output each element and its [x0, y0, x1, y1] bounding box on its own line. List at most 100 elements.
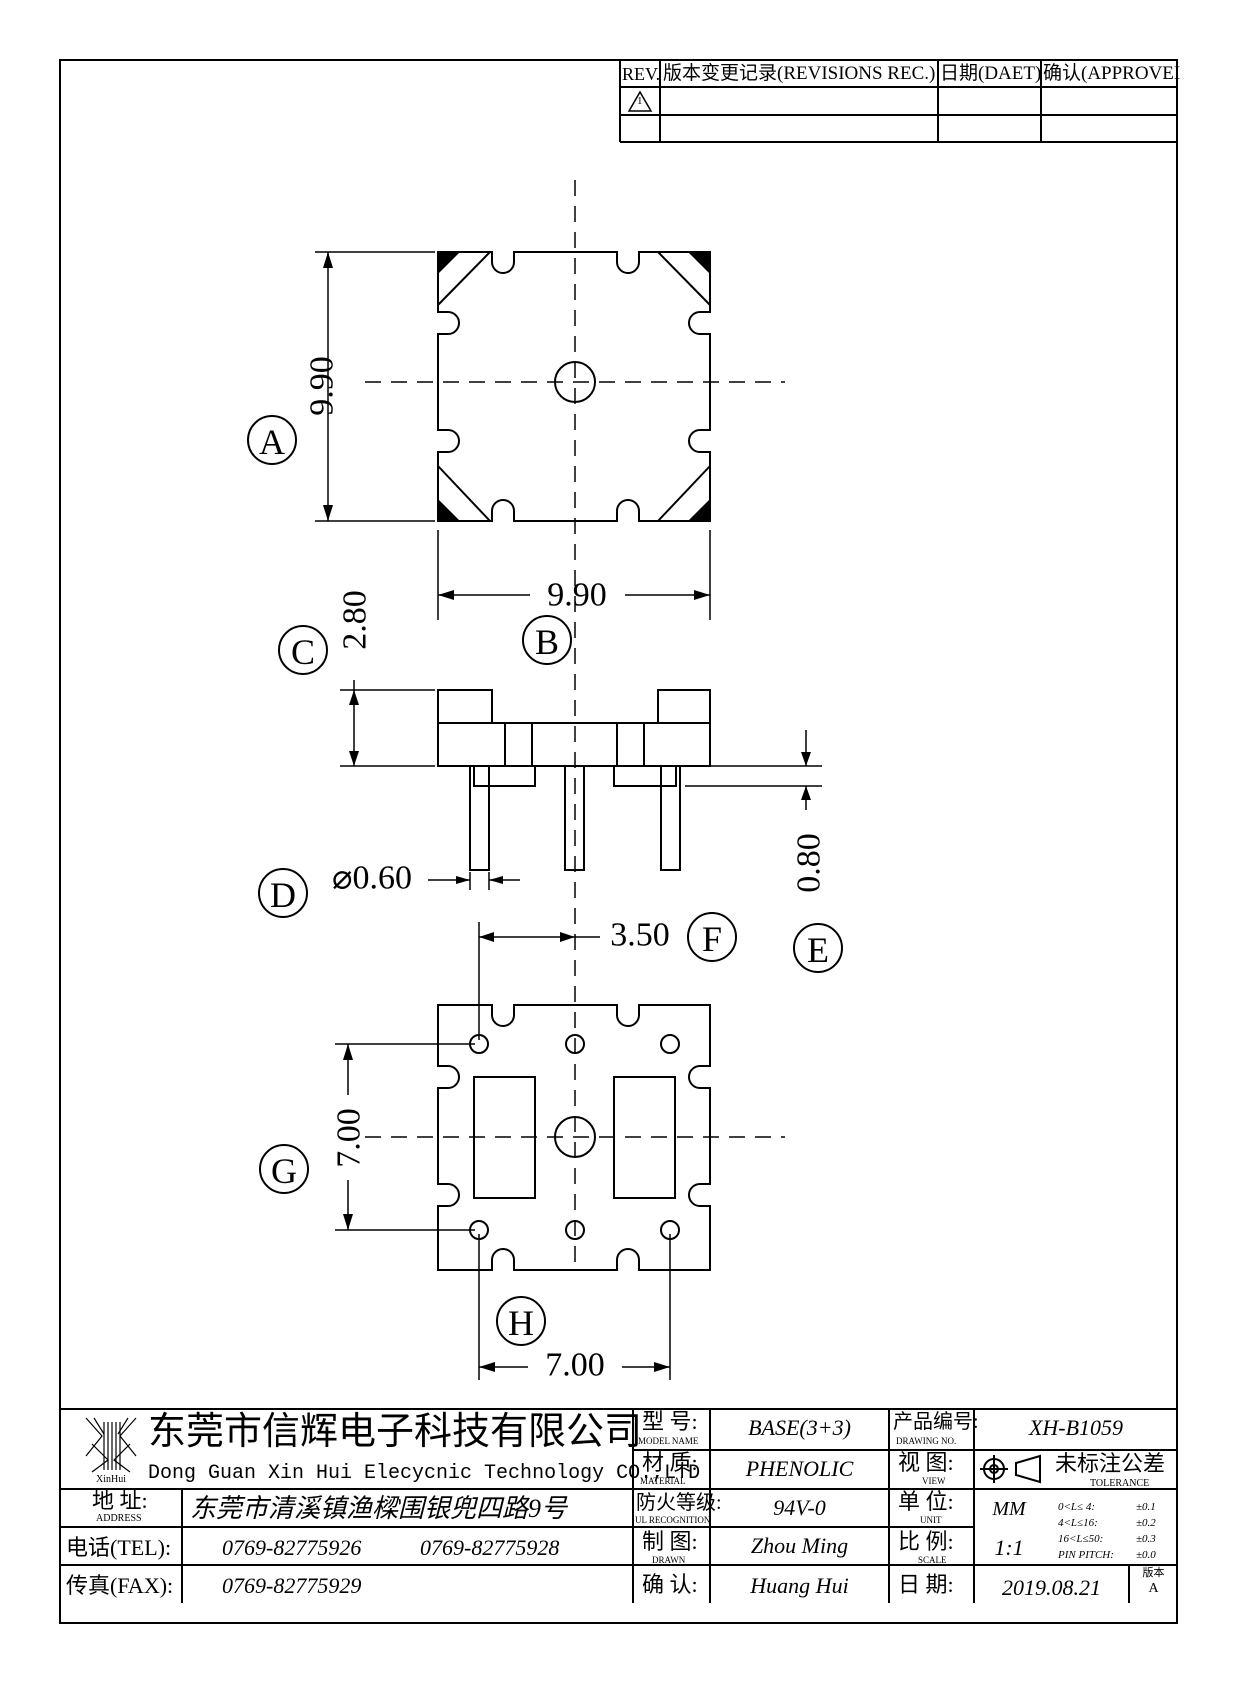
top-view-outline: [437, 251, 711, 522]
drawn-value: Zhou Ming: [750, 1533, 849, 1558]
projection-view-icon: [980, 1454, 1041, 1484]
dim-g: [335, 1043, 475, 1231]
dim-h: [478, 1234, 671, 1380]
pin-hole: [660, 1034, 680, 1054]
unit-value: MM: [992, 1498, 1026, 1520]
dim-c: [340, 680, 435, 767]
tel-value-2: 0769-82775928: [420, 1535, 560, 1560]
callout-circle-f: [687, 912, 737, 962]
material-label: 材 质:: [642, 1450, 698, 1475]
drawing-no-value: XH-B1059: [1028, 1415, 1124, 1440]
callout-circle-e: [793, 923, 843, 973]
dim-c-text: 2.80: [337, 590, 374, 650]
technical-drawing: A B C D E F G H 9.90 9.90 2.80 ⌀0.60 0.8…: [247, 180, 843, 1384]
tel-label: 电话(TEL):: [66, 1535, 172, 1560]
callout-e: E: [807, 930, 829, 970]
callout-b: B: [535, 622, 559, 662]
material-value: PHENOLIC: [745, 1456, 854, 1481]
side-view: [437, 689, 711, 871]
version-value: A: [1148, 1581, 1159, 1596]
callout-c: C: [291, 632, 315, 672]
scale-label-en: SCALE: [918, 1555, 947, 1565]
dim-h-text: 7.00: [545, 1347, 605, 1384]
revision-table-grid: [619, 60, 1178, 143]
drawing-no-label-en: DRAWING NO.: [896, 1436, 957, 1446]
company-logo: [85, 1417, 137, 1473]
view-label: 视 图:: [898, 1450, 954, 1475]
callout-circle-a: [247, 415, 297, 465]
logo-text: XinHui: [96, 1474, 126, 1485]
rev-header-record: 版本变更记录(REVISIONS REC.): [663, 63, 936, 84]
tolerance-value: ±0.0: [1136, 1549, 1156, 1561]
ul-label: 防火等级:: [636, 1492, 722, 1514]
tolerance-range: PIN PITCH:: [1058, 1549, 1114, 1561]
unit-label-en: UNIT: [920, 1515, 942, 1525]
dim-g-text: 7.00: [331, 1108, 368, 1168]
model-label: 型 号:: [642, 1409, 698, 1434]
date-value: 2019.08.21: [1002, 1575, 1101, 1600]
view-label-en: VIEW: [922, 1476, 946, 1486]
bottom-view-center-hole: [554, 1116, 596, 1158]
pin-hole: [565, 1034, 585, 1054]
tolerance-value: ±0.2: [1136, 1517, 1156, 1529]
top-view: [437, 251, 711, 522]
dim-a: [315, 251, 435, 522]
unit-label: 单 位:: [898, 1489, 954, 1514]
drawn-label-en: DRAWN: [652, 1555, 686, 1565]
ul-label-en: UL RECOGNITION: [635, 1515, 711, 1525]
tolerance-range: 0<L≤ 4:: [1058, 1501, 1095, 1513]
model-label-en: MODEL NAME: [638, 1436, 699, 1446]
callout-d: D: [270, 875, 296, 915]
dim-a-text: 9.90: [304, 356, 341, 416]
bottom-view-outline: [437, 1004, 711, 1271]
title-block-grid: XinHui: [59, 1408, 1178, 1603]
tolerance-range: 4<L≤16:: [1058, 1517, 1098, 1529]
scale-value: 1:1: [994, 1535, 1024, 1560]
tolerance-range: 16<L≤50:: [1058, 1533, 1104, 1545]
rev-header-approve: 确认(APPROVEI: [1043, 63, 1181, 84]
tel-value-1: 0769-82775926: [222, 1535, 362, 1560]
material-label-en: MATERIAL: [640, 1476, 686, 1486]
fax-value: 0769-82775929: [222, 1573, 362, 1598]
rev-row-mark: 1: [637, 95, 643, 107]
date-label: 日 期:: [898, 1572, 954, 1597]
dim-b: [437, 530, 711, 620]
check-label: 确 认:: [642, 1572, 698, 1597]
callout-a: A: [259, 422, 285, 462]
dim-d-text: ⌀0.60: [332, 860, 412, 897]
dim-f: [478, 922, 600, 1040]
model-value: BASE(3+3): [748, 1415, 851, 1440]
company-name-cn: 东莞市信辉电子科技有限公司: [148, 1411, 643, 1453]
dim-e: [685, 730, 822, 810]
callout-circle-b: [522, 615, 572, 665]
callout-circle-c: [278, 625, 328, 675]
dim-f-text: 3.50: [610, 917, 670, 954]
callout-g: G: [271, 1151, 297, 1191]
rev-header-date: 日期(DAET): [940, 63, 1042, 84]
callout-circle-d: [258, 868, 308, 918]
revision-triangle-icon: [627, 90, 653, 112]
company-name-en: Dong Guan Xin Hui Elecycnic Technology C…: [148, 1462, 701, 1485]
scale-label: 比 例:: [898, 1529, 954, 1554]
address-label-en: ADDRESS: [96, 1513, 142, 1524]
pin-hole: [565, 1220, 585, 1240]
tolerance-title: 未标注公差: [1055, 1451, 1166, 1476]
tolerance-title-en: TOLERANCE: [1090, 1478, 1150, 1489]
callout-circle-h: [496, 1296, 546, 1346]
center-lines: [365, 180, 785, 1265]
tolerance-value: ±0.3: [1136, 1533, 1156, 1545]
address-value: 东莞市清溪镇渔樑围银兜四路9号: [190, 1494, 568, 1523]
ul-value: 94V-0: [773, 1495, 826, 1520]
rev-header-rev: REV.: [622, 64, 661, 84]
drawing-frame: [59, 59, 1178, 1624]
tolerance-value: ±0.1: [1136, 1501, 1156, 1513]
checked-value: Huang Hui: [750, 1573, 849, 1598]
fax-label: 传真(FAX):: [66, 1573, 174, 1598]
top-view-center-hole: [554, 361, 596, 403]
dim-d: [428, 872, 520, 890]
callout-f: F: [702, 919, 722, 959]
callout-circle-g: [259, 1144, 309, 1194]
dim-e-text: 0.80: [791, 833, 828, 893]
address-label: 地 址:: [92, 1488, 148, 1513]
drawing-no-label: 产品编号:: [893, 1411, 979, 1433]
